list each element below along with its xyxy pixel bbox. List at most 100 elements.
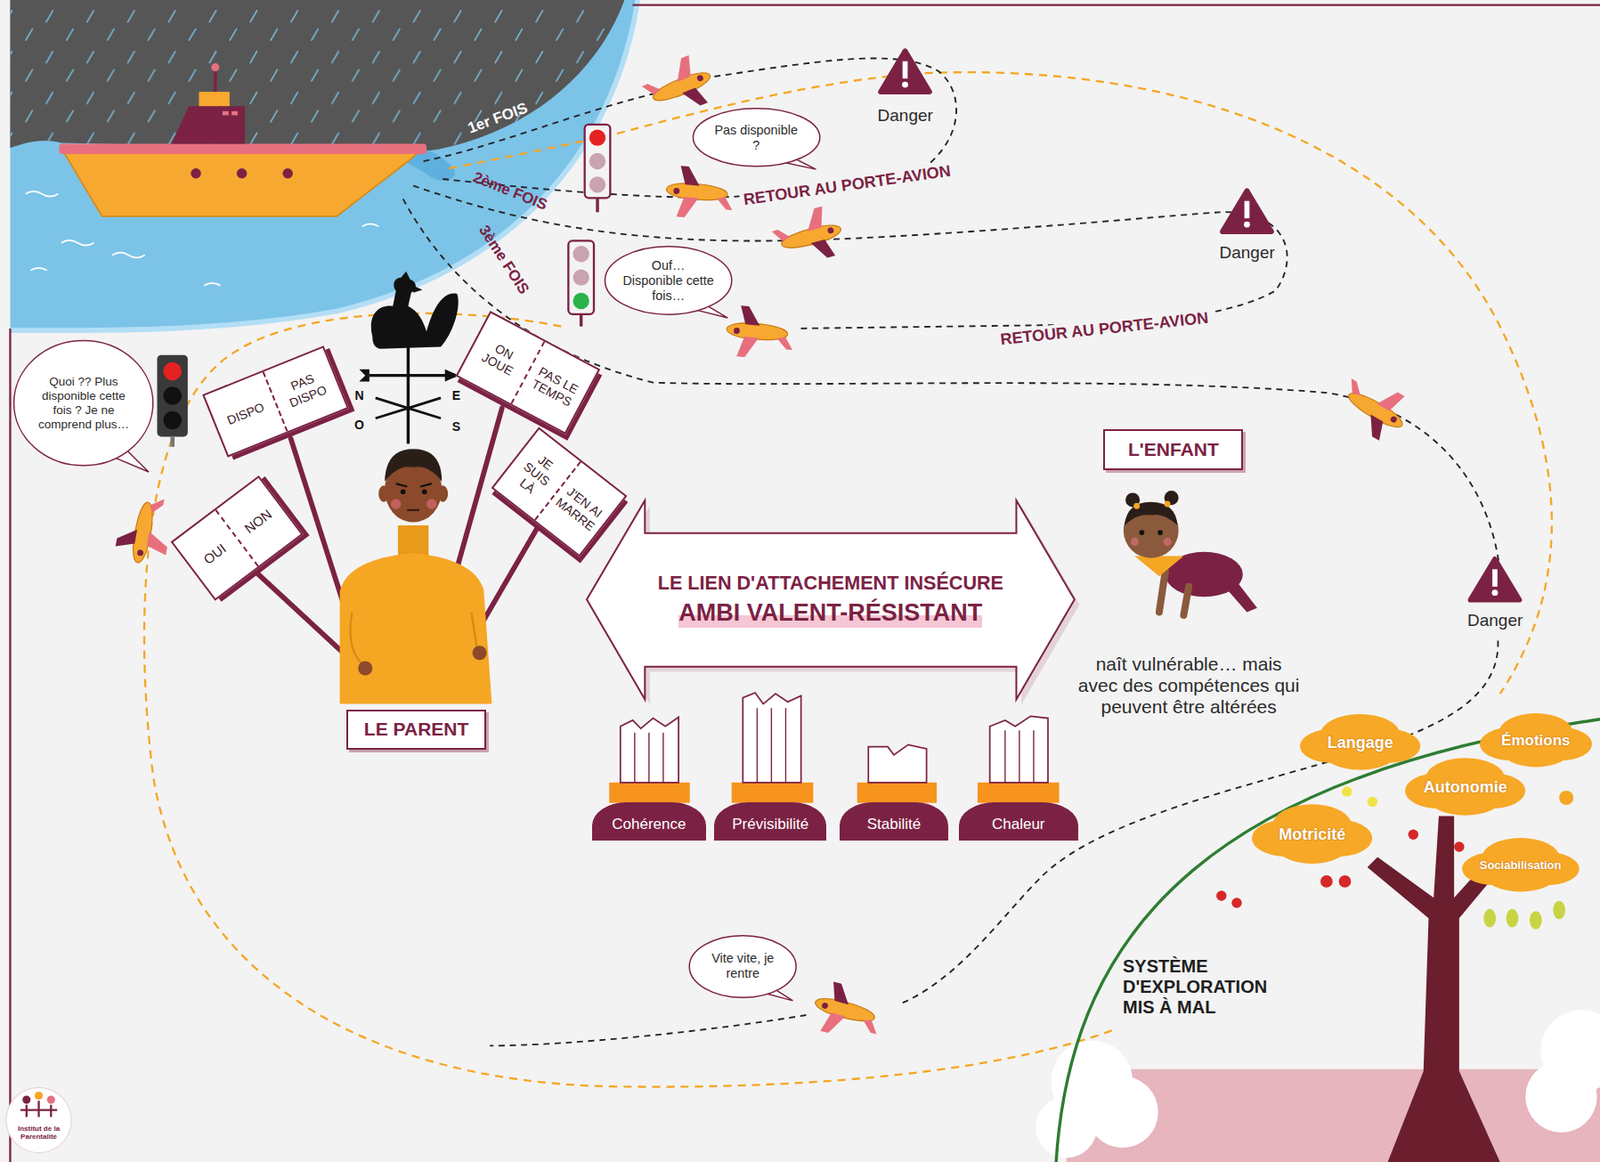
sea [9,0,625,152]
frame-line [9,5,1600,1162]
annotation-label: E [452,388,461,403]
node-text: AMBI VALENT-RÉSISTANT [678,599,983,628]
aircraft-carrier [190,168,201,179]
child-figure [1159,571,1189,616]
frame-line [8,328,11,1162]
node-text: LE PARENT [364,718,469,741]
node-outline [1499,729,1572,768]
pillar-column [857,782,937,804]
parent-figure [472,645,488,660]
tree [1483,909,1496,928]
plane [724,304,796,362]
tree [1216,890,1227,901]
pillar-base: Prévisibilité [714,802,827,842]
child-figure [1162,537,1171,546]
tree-cloud: Sociabilisation [1461,836,1580,895]
logo [34,1091,43,1100]
danger-sign [880,50,930,92]
aircraft-carrier [171,105,246,144]
node-text: Cohérence [611,815,686,834]
traffic-light [589,176,606,193]
pillar-column [609,692,1059,804]
sea [9,0,638,331]
node-outline [14,340,154,465]
parent-figure [400,488,407,495]
tree-cloud: Motricité [1251,802,1373,868]
weathervane [413,285,423,293]
sea [9,0,638,331]
sea [9,0,625,152]
flight-path [144,57,1552,1087]
child-figure [1139,529,1146,536]
node-text: Langage [1327,733,1394,753]
tree-cloud: Autonomie [1405,755,1526,820]
pillar-column [756,707,786,783]
annotation-label: S [452,419,461,434]
weathervane [371,271,459,350]
node-text: Prévisibilité [731,815,809,834]
tree [1055,719,1600,1162]
logo [22,1096,31,1105]
annotation-label: naît vulnérable… mais avec des compétenc… [1075,653,1303,718]
speech-bubble: Vite vite, je rentre [688,934,797,999]
pillar-base: Stabilité [839,802,950,842]
node-text: Vite vite, je rentre [703,950,782,982]
double-arrow: LE LIEN D'ATTACHEMENT INSÉCURE AMBI VALEN… [586,500,1075,699]
node-text: Motricité [1278,825,1346,845]
parent-figure [349,611,367,668]
node-outline [1498,713,1573,753]
aircraft-carrier [211,63,220,72]
node-outline [604,246,731,315]
tree [1035,719,1600,1162]
title-box: L'ENFANT [1103,429,1243,471]
tree [1320,875,1333,888]
pillar-column [634,732,664,783]
tree [1035,1096,1097,1159]
weathervane [375,397,409,408]
sign-stick [255,571,353,662]
traffic-light [584,124,611,198]
title-box: LE PARENT [346,709,487,751]
node-outline [1320,714,1400,755]
speech-bubble: Quoi ?? Plus disponible cette fois ? Je … [12,339,155,467]
traffic-light [573,292,590,309]
pillar-column [609,782,691,804]
parent-figure [390,498,401,509]
pillar-column [620,716,679,782]
aircraft-carrier [222,111,229,116]
plane [769,203,848,270]
parent-figure [422,488,428,495]
danger-sign [902,61,909,79]
node-text: Sociabilisation [1479,858,1562,872]
danger-sign [1244,201,1251,219]
traffic-light [162,386,182,406]
logo [47,1096,56,1105]
plane [113,50,1415,1046]
parent-figure [397,525,429,556]
aircraft-carrier [58,144,427,155]
traffic-light [589,153,606,170]
child-figure [1134,555,1184,577]
danger-sign [901,81,909,89]
tree [1341,786,1352,796]
child-figure [1157,529,1163,536]
sea [9,0,638,331]
traffic-light [573,245,590,262]
plane [1331,368,1415,447]
danger-sign [1222,190,1272,232]
traffic-light [589,129,606,147]
parent-figure [340,552,493,705]
node-text: Autonomie [1423,778,1508,797]
parent-figure [426,498,437,509]
danger-sign [1492,568,1498,586]
plane [113,492,176,568]
tree [1552,901,1566,920]
node-text: LE LIEN D'ATTACHEMENT INSÉCURE [657,571,1004,596]
pillar-column [742,692,801,783]
node-text: Quoi ?? Plus disponible cette fois ? Je … [32,374,135,432]
node-text: L'ENFANT [1128,438,1219,462]
tree [1506,909,1519,928]
node-text: Émotions [1501,731,1570,750]
weathervane [358,369,369,382]
